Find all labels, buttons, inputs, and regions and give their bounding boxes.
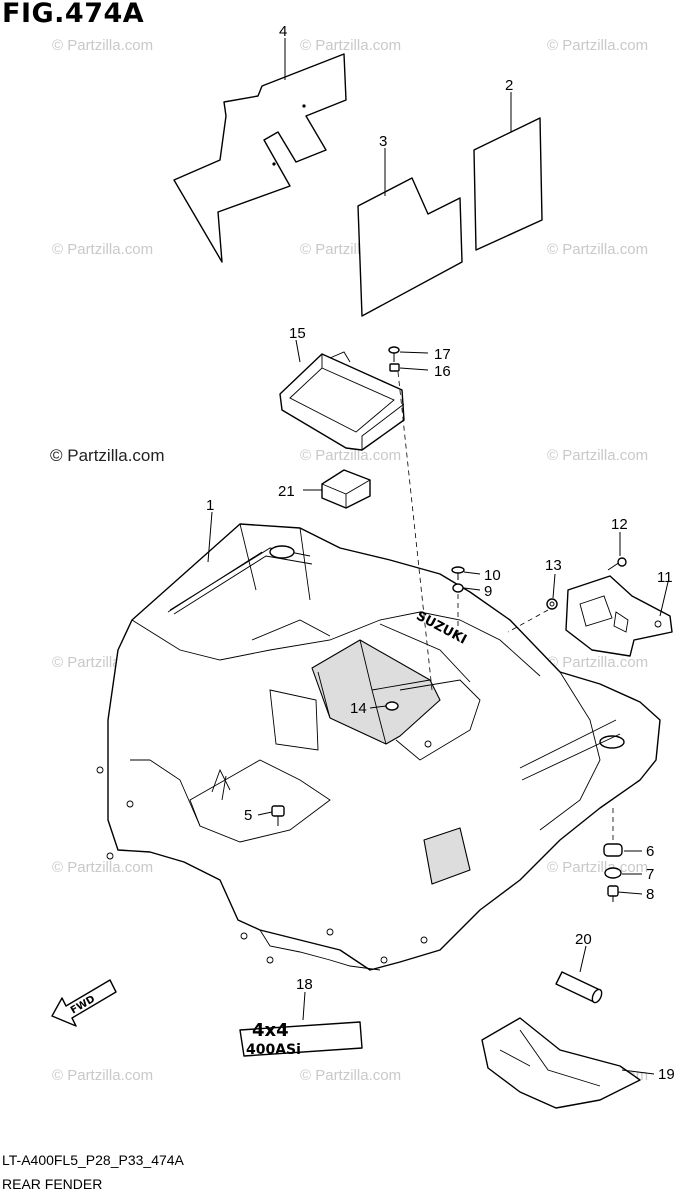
- callout-2: 2: [505, 77, 513, 94]
- callout-11: 11: [657, 569, 673, 586]
- watermark: © Partzilla.com: [547, 654, 648, 671]
- figure-title: FIG.474A: [2, 0, 145, 29]
- part-3-notched-pad[interactable]: [357, 177, 463, 317]
- callout-14: 14: [350, 700, 367, 717]
- callout-7: 7: [646, 866, 654, 883]
- callout-4: 4: [279, 23, 287, 40]
- watermark: © Partzilla.com: [52, 1067, 153, 1084]
- watermark: © Partzilla.com: [547, 37, 648, 54]
- part-14-grommet[interactable]: [385, 701, 399, 711]
- part-1-rear-fender[interactable]: SUZUKI: [96, 523, 661, 971]
- callout-6: 6: [646, 843, 654, 860]
- watermark: © Partzilla.com: [547, 447, 648, 464]
- part-17-screw[interactable]: [388, 346, 400, 362]
- part-20-collar-pipe[interactable]: [555, 971, 604, 1004]
- watermark: © Partzilla.com: [547, 241, 648, 258]
- callout-16: 16: [434, 363, 451, 380]
- part-11-bracket[interactable]: [565, 575, 673, 657]
- callout-8: 8: [646, 886, 654, 903]
- watermark: © Partzilla.com: [52, 859, 153, 876]
- watermark: © Partzilla.com: [300, 1067, 401, 1084]
- callout-10: 10: [484, 567, 501, 584]
- watermark: © Partzilla.com: [52, 37, 153, 54]
- callout-3: 3: [379, 133, 387, 150]
- emblem-line2: 400ASi: [246, 1042, 301, 1058]
- callouts: 4 2 3 15 17 16 21 1 10 9 13 12 11 14 5 6…: [206, 23, 675, 1083]
- fwd-arrow: FWD: [51, 979, 117, 1027]
- callout-19: 19: [658, 1066, 675, 1083]
- part-15-tray-cover[interactable]: [279, 351, 405, 451]
- callout-20: 20: [575, 931, 592, 948]
- part-10-screw[interactable]: [451, 566, 465, 580]
- part-13-nut[interactable]: [546, 598, 558, 610]
- part-9-washer[interactable]: [452, 583, 464, 593]
- part-4-shaped-pad[interactable]: [173, 53, 347, 263]
- part-8-bolt[interactable]: [607, 885, 619, 902]
- part-19-seat-cover[interactable]: [481, 1017, 641, 1109]
- part-21-foam-pad[interactable]: [321, 469, 371, 509]
- assembly-lines: [397, 371, 614, 842]
- callout-15: 15: [289, 325, 306, 342]
- drawing-code: LT-A400FL5_P28_P33_474A: [2, 1152, 184, 1168]
- watermark: © Partzilla.com: [300, 447, 401, 464]
- emblem-line1: 4x4: [252, 1020, 289, 1041]
- part-12-screw[interactable]: [607, 557, 627, 571]
- part-2-rectangular-pad[interactable]: [473, 117, 543, 251]
- part-6-cushion[interactable]: [603, 843, 623, 857]
- callout-12: 12: [611, 516, 628, 533]
- watermark: © Partzilla.com: [52, 241, 153, 258]
- callout-21: 21: [278, 483, 295, 500]
- part-18-emblem[interactable]: 4x4 400ASi: [239, 1020, 363, 1058]
- section-name: REAR FENDER: [2, 1176, 103, 1192]
- watermark: © Partzilla.com: [300, 37, 401, 54]
- watermark: © Partzilla.com: [547, 859, 648, 876]
- part-5-bolt[interactable]: [271, 805, 285, 826]
- callout-18: 18: [296, 976, 313, 993]
- watermark-prominent: © Partzilla.com: [50, 446, 165, 465]
- part-16-washer[interactable]: [389, 363, 400, 372]
- callout-13: 13: [545, 557, 562, 574]
- callout-17: 17: [434, 346, 451, 363]
- leader-lines: [207, 38, 669, 1075]
- callout-9: 9: [484, 583, 492, 600]
- part-7-washer[interactable]: [604, 867, 622, 879]
- callout-1: 1: [206, 497, 214, 514]
- callout-5: 5: [244, 807, 252, 824]
